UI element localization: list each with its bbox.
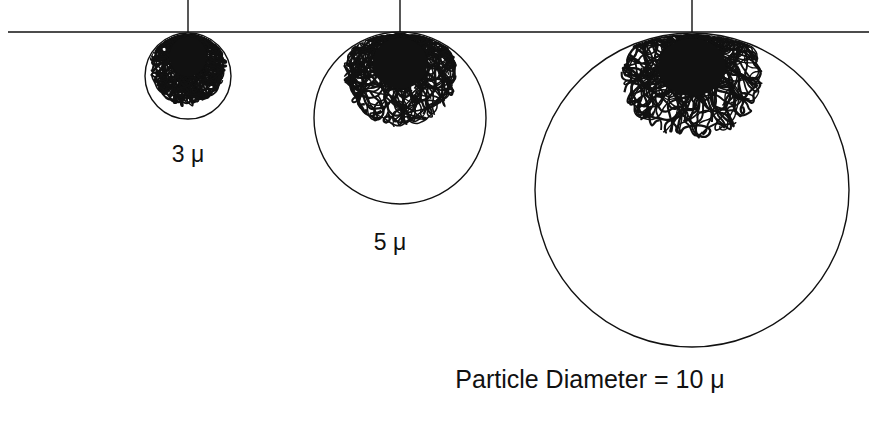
tangle-core	[373, 38, 428, 89]
particle-outline	[145, 33, 231, 119]
attachment-fiber	[187, 0, 188, 32]
size-label: 5 μ	[374, 230, 406, 255]
polymer-strand	[352, 33, 434, 115]
size-label: 3 μ	[172, 142, 204, 167]
attachment-fiber	[399, 0, 400, 32]
tangle-core	[658, 38, 726, 96]
polymer-tangle	[150, 33, 226, 106]
particle-outline	[314, 32, 486, 204]
polymer-strand	[168, 33, 223, 87]
particle-outline	[535, 33, 849, 347]
polymer-tangle	[345, 33, 457, 127]
collector-surface	[8, 31, 869, 33]
polymer-tangle	[622, 32, 762, 137]
size-label: Particle Diameter = 10 μ	[455, 366, 724, 394]
tangle-core	[169, 37, 206, 77]
attachment-fiber	[691, 0, 692, 32]
